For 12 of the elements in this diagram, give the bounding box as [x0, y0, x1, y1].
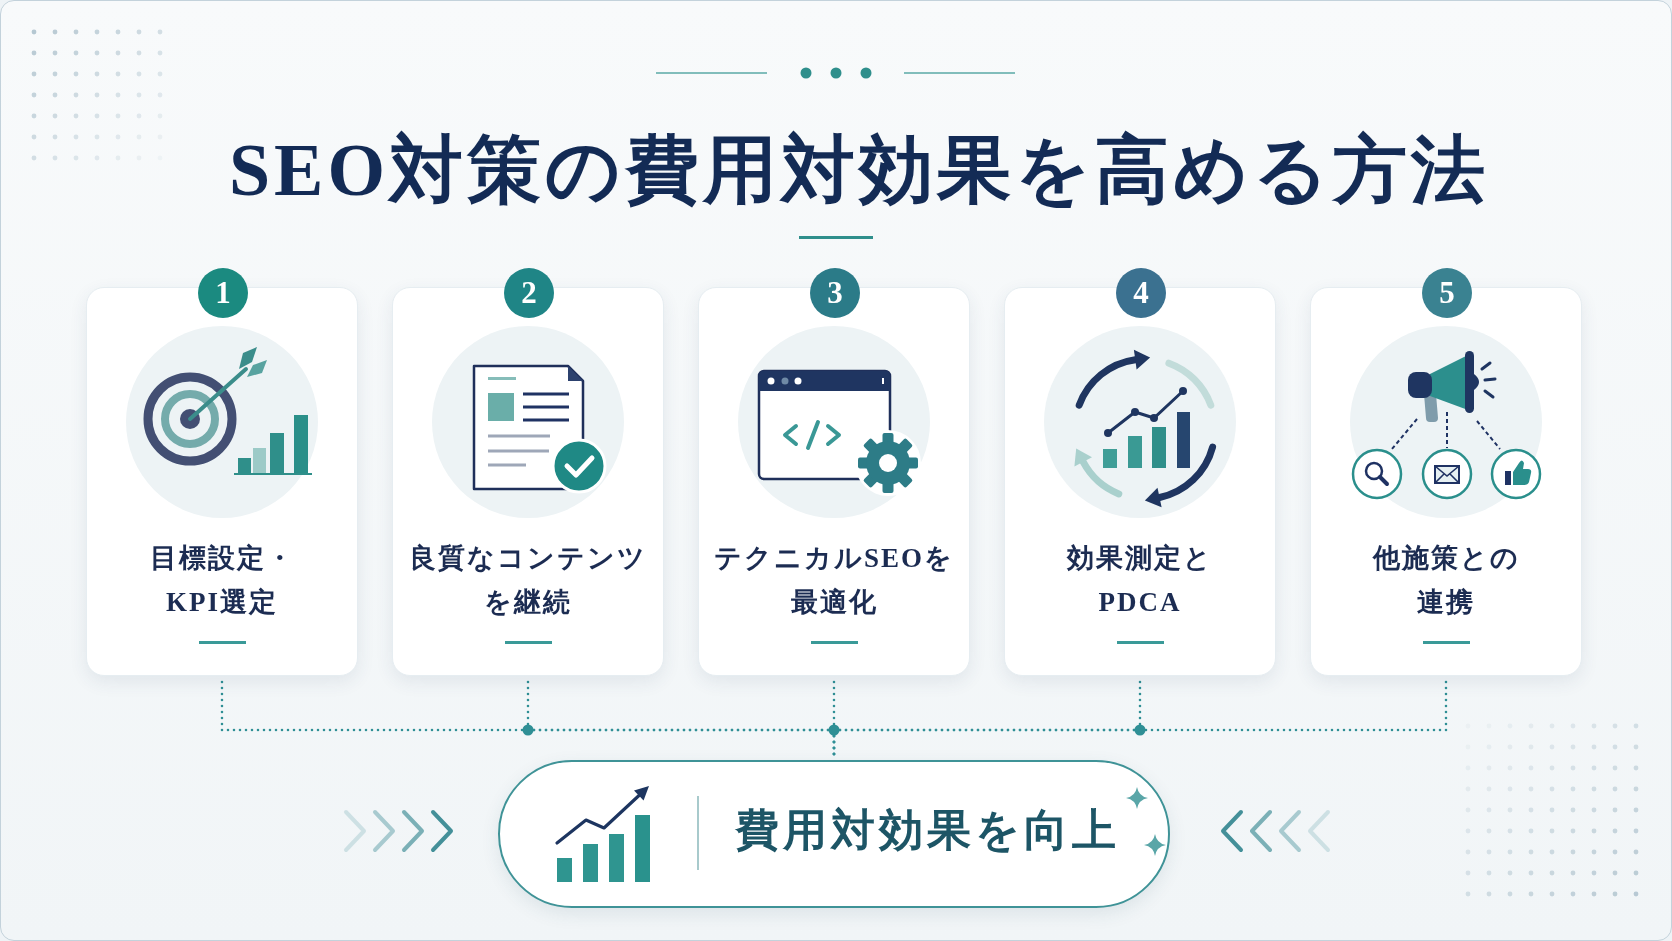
number-badge: 1: [198, 268, 248, 318]
step-title: 効果測定とPDCA: [1065, 542, 1214, 619]
number-badge: 4: [1116, 268, 1166, 318]
result-text: 費用対効果を向上: [735, 805, 1120, 857]
step-title: 他施策との連携: [1371, 542, 1521, 619]
number-badge: 5: [1422, 268, 1472, 318]
title: SEO対策の費用対効果を高める方法: [228, 128, 1490, 213]
step-title: 良質なコンテンツを継続: [408, 542, 648, 619]
number-badge: 3: [810, 268, 860, 318]
number-badge: 2: [504, 268, 554, 318]
step-title: テクニカルSEOを最適化: [713, 542, 955, 619]
step-title: 目標設定・KPI選定: [148, 542, 296, 619]
